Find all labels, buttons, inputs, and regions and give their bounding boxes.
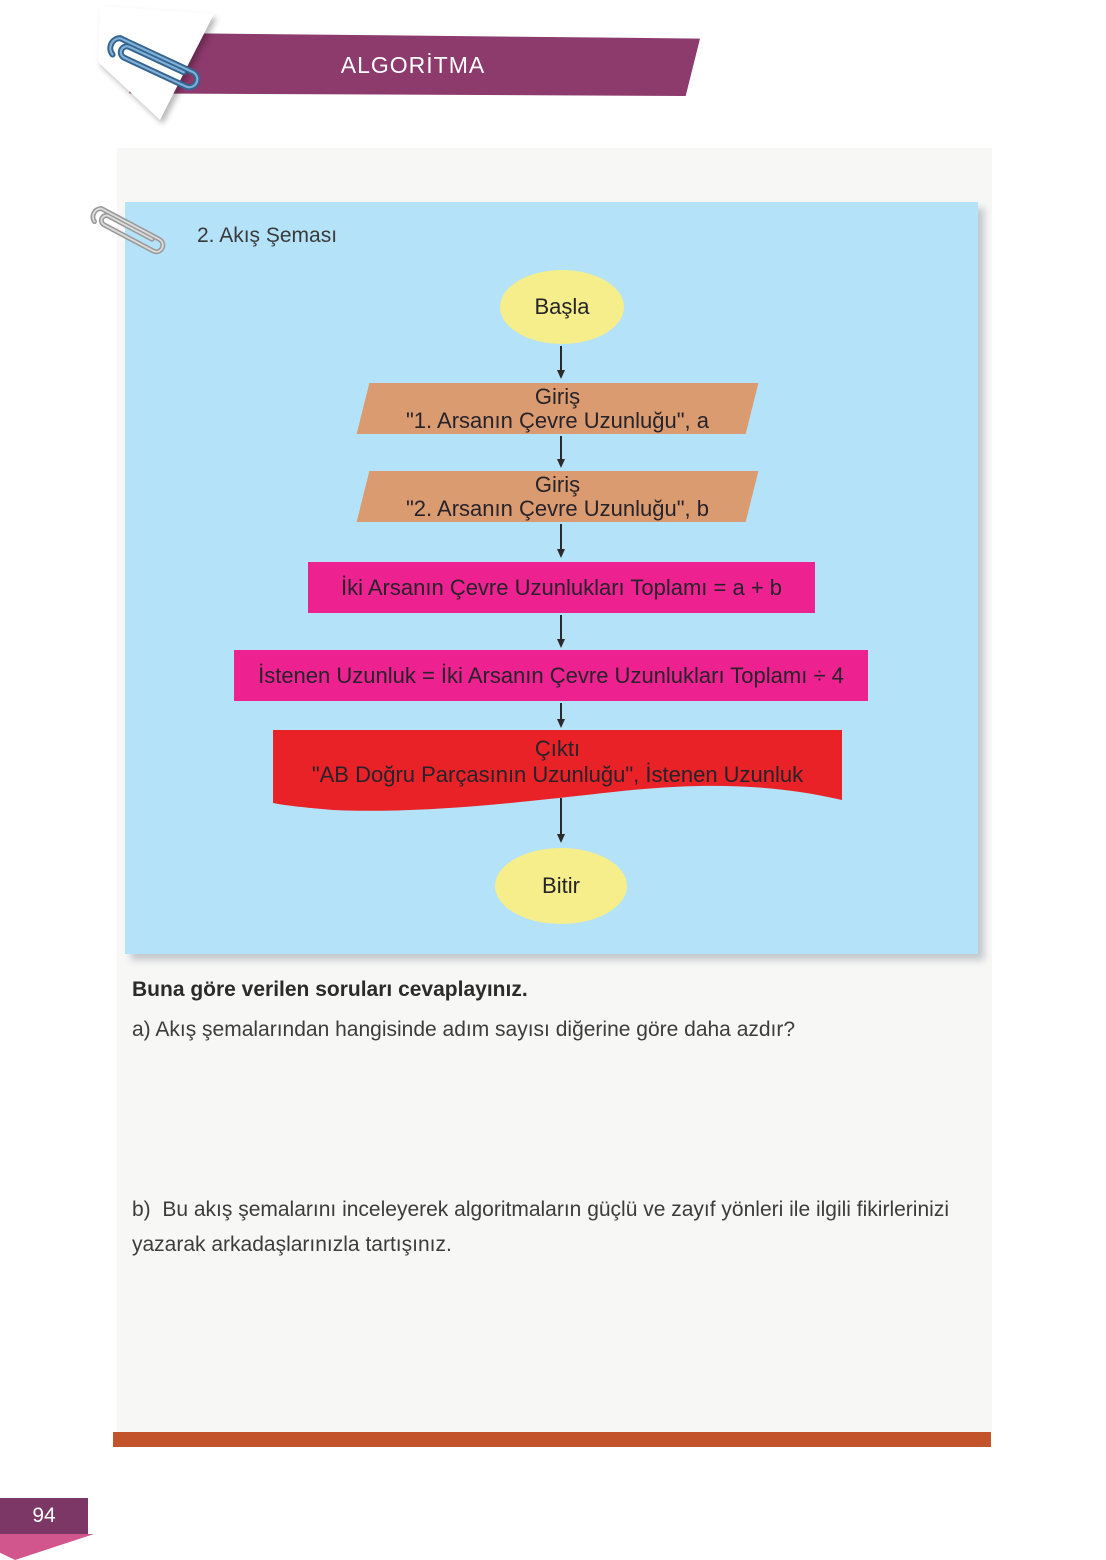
flowchart-output-text: Çıktı "AB Doğru Parçasının Uzunluğu", İs… xyxy=(273,736,842,788)
io2-line2: "2. Arsanın Çevre Uzunluğu", b xyxy=(405,495,709,521)
bottom-rule xyxy=(113,1432,991,1447)
io1-line2: "1. Arsanın Çevre Uzunluğu", a xyxy=(405,407,709,433)
flowchart-input-node-2: Giriş "2. Arsanın Çevre Uzunluğu", b xyxy=(356,471,759,522)
flowchart-output-node xyxy=(273,730,842,811)
flow-arrow xyxy=(556,346,565,379)
page-number-fold xyxy=(0,1534,94,1560)
flowchart-process-node-2: İstenen Uzunluk = İki Arsanın Çevre Uzun… xyxy=(234,650,868,701)
output-line2: "AB Doğru Parçasının Uzunluğu", İstenen … xyxy=(311,762,804,787)
flowchart-process-node-1: İki Arsanın Çevre Uzunlukları Toplamı = … xyxy=(308,562,815,613)
flowchart-input-node-1: Giriş "1. Arsanın Çevre Uzunluğu", a xyxy=(356,383,759,434)
page-number-box: 94 xyxy=(0,1498,88,1534)
io1-line1: Giriş xyxy=(534,383,581,409)
end-label: Bitir xyxy=(542,873,580,898)
flow-arrow xyxy=(556,615,565,648)
questions-intro: Buna göre verilen soruları cevaplayınız. xyxy=(132,978,528,1001)
process1-label: İki Arsanın Çevre Uzunlukları Toplamı = … xyxy=(340,574,783,600)
start-label: Başla xyxy=(534,294,590,319)
output-line1: Çıktı xyxy=(534,736,581,761)
chapter-banner: ALGORİTMA xyxy=(126,32,700,96)
question-a: a) Akış şemalarından hangisinde adım say… xyxy=(132,1018,796,1041)
process2-label: İstenen Uzunluk = İki Arsanın Çevre Uzun… xyxy=(258,662,844,688)
page-number: 94 xyxy=(32,1504,56,1527)
question-b-line1: b) Bu akış şemalarını inceleyerek algori… xyxy=(132,1198,949,1221)
flow-arrow xyxy=(556,524,565,558)
flow-arrow xyxy=(556,798,565,843)
flow-arrow xyxy=(556,703,565,728)
flowchart-start-node: Başla xyxy=(500,270,624,344)
io2-line1: Giriş xyxy=(534,471,581,497)
flowchart-end-node: Bitir xyxy=(495,848,627,924)
question-b-line2: yazarak arkadaşlarınızla tartışınız. xyxy=(132,1233,452,1256)
flowchart-title: 2. Akış Şeması xyxy=(197,224,338,247)
flow-arrow xyxy=(556,436,565,468)
chapter-title: ALGORİTMA xyxy=(340,51,486,78)
